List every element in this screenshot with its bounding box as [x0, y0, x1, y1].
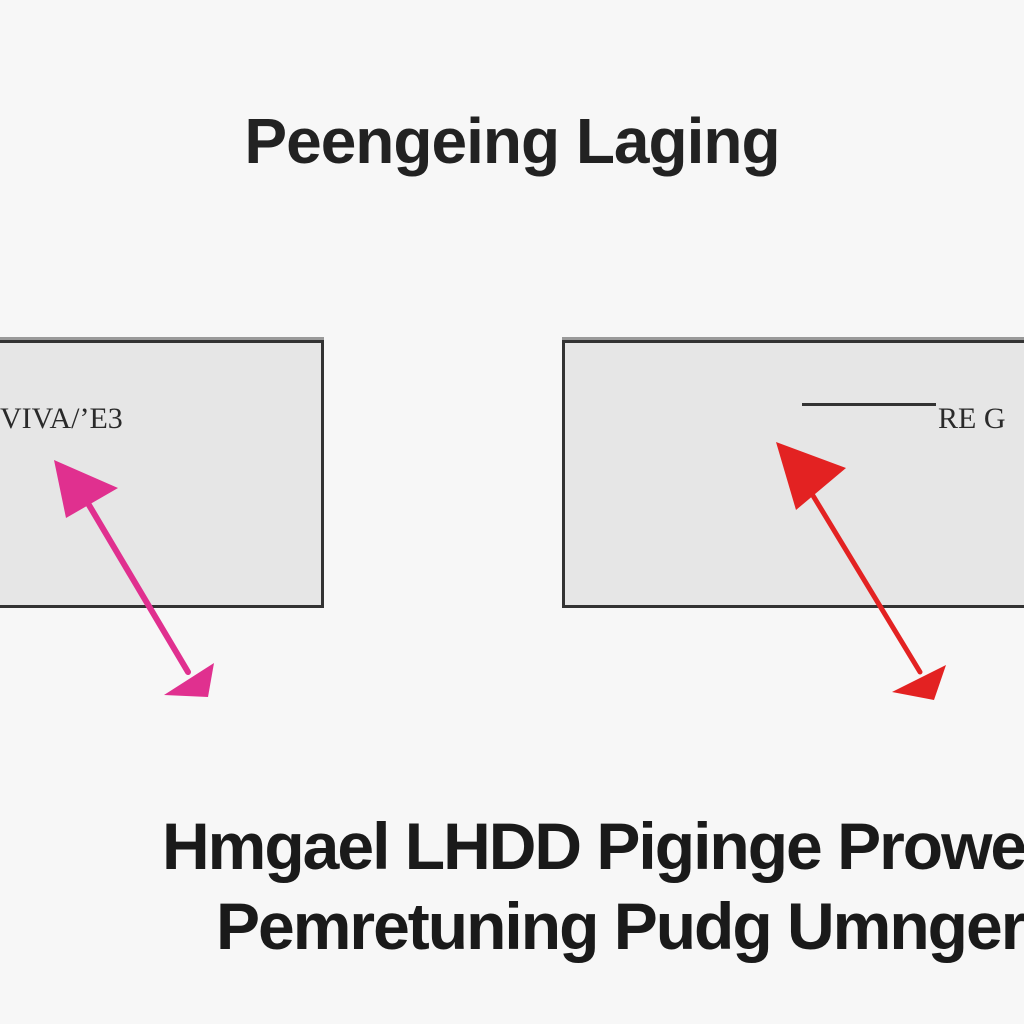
- left-arrow-head-top: [54, 460, 118, 518]
- right-arrow-head-top: [776, 442, 846, 510]
- right-arrow-head-bottom: [892, 665, 946, 700]
- footer-line-2: Pemretuning Pudg Umnger: [216, 889, 1024, 963]
- right-panel-label: RE G: [938, 402, 1006, 435]
- left-arrow-head-bottom: [164, 663, 214, 697]
- right-panel-rule: [802, 403, 936, 406]
- diagram-title: Peengeing Laging: [244, 105, 780, 177]
- left-panel-label: VIVA/’E3: [0, 402, 123, 435]
- right-arrow-shaft: [809, 491, 923, 675]
- footer-line-1: Hmgael LHDD Piginge Prowe: [162, 809, 1024, 883]
- left-panel: [0, 340, 324, 608]
- left-arrow-shaft: [83, 497, 191, 675]
